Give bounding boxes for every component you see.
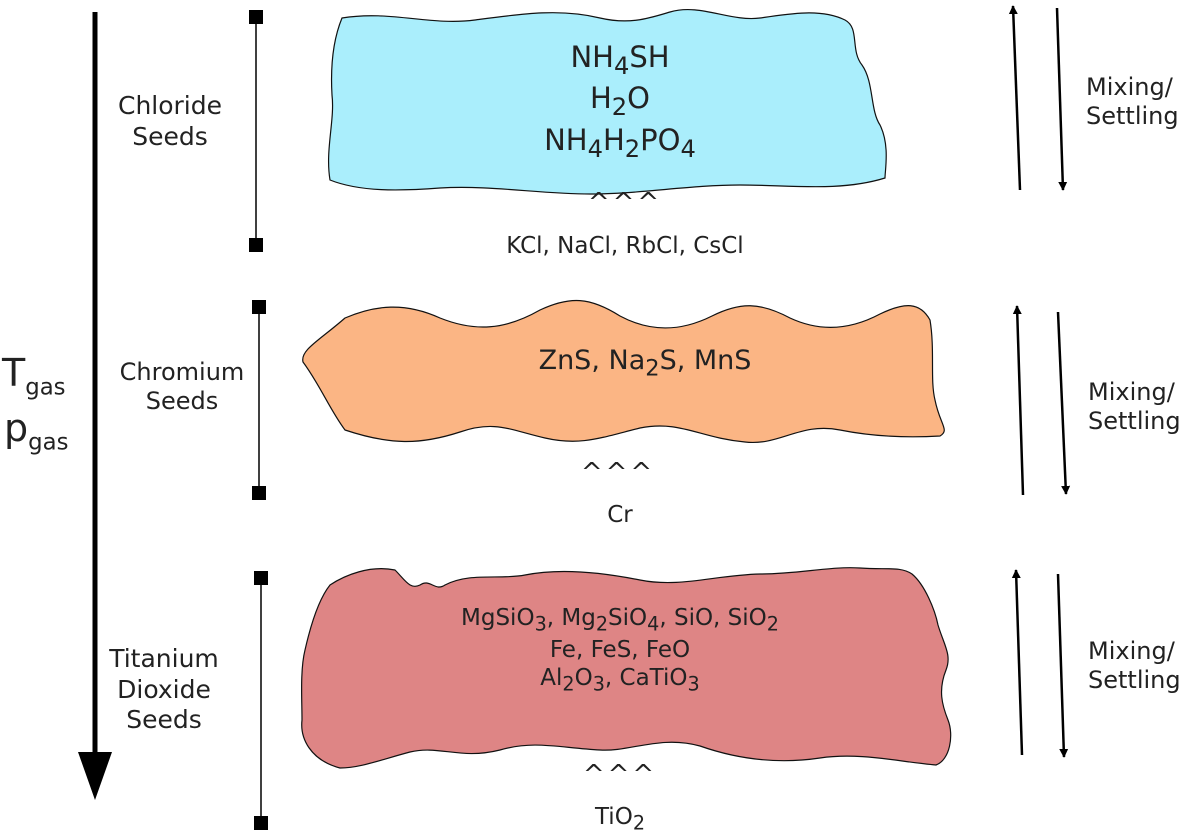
chloride-mixing-label: Mixing/ Settling [1086,73,1179,131]
species-silicates: MgSiO3, Mg2SiO4, SiO, SiO2 [461,605,779,636]
chromium-cloud [302,299,945,444]
chromium-cloud-species: ZnS, Na2S, MnS [480,345,810,383]
titanium-dioxide-seeds-label: Titanium Dioxide Seeds [109,644,219,734]
titanium-dioxide-mixing-label: Mixing/ Settling [1088,637,1181,695]
titanium-dioxide-mixing-arrows [1011,569,1069,758]
titanium-dioxide-seed-species: TiO2 [594,804,646,835]
species-iron: Fe, FeS, FeO [549,636,691,663]
chloride-cloud-species: NH4SH H2O NH4H2PO4 [505,40,735,164]
species-nh4sh: NH4SH [570,40,670,80]
chromium-carets: ^^^ [580,458,656,488]
chromium-seed-species: Cr [607,502,633,528]
chloride-seeds-label: Chloride Seeds [117,91,223,151]
gas-temperature-label: Tgas [2,351,66,401]
gas-temperature-pressure-arrow [78,12,112,800]
titanium-dioxide-seed-range-bar [254,571,268,830]
titanium-dioxide-carets: ^^^ [582,760,658,790]
species-aluminates: Al2O3, CaTiO3 [540,665,700,696]
species-zns-na2s-mns: ZnS, Na2S, MnS [538,345,752,382]
titanium-dioxide-cloud-species: MgSiO3, Mg2SiO4, SiO, SiO2 Fe, FeS, FeO … [430,604,810,696]
chloride-mixing-arrows [1008,5,1068,191]
titanium-dioxide-cloud [301,567,952,769]
chloride-seed-range-bar [249,10,263,252]
chloride-carets: ^^^ [587,188,663,218]
chromium-mixing-arrows [1012,305,1071,496]
chromium-seeds-label: Chromium Seeds [119,358,245,416]
species-h2o: H2O [589,81,650,122]
chromium-mixing-label: Mixing/ Settling [1088,378,1181,436]
chloride-seed-species: KCl, NaCl, RbCl, CsCl [506,233,744,259]
species-nh4h2po4: NH4H2PO4 [544,122,696,163]
gas-pressure-label: pgas [4,406,69,456]
chromium-seed-range-bar [252,300,266,500]
chloride-cloud [327,8,887,195]
